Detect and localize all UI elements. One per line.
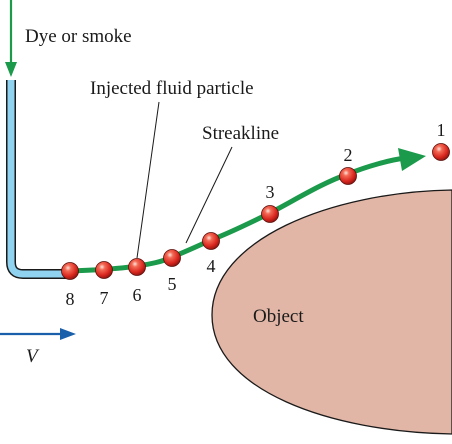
velocity-label: V: [26, 346, 40, 367]
particle-label-4: 4: [207, 256, 216, 276]
particle-1: [432, 143, 450, 161]
dye-label: Dye or smoke: [25, 26, 132, 47]
streakline-arrow-head: [398, 148, 426, 171]
particle-label-2: 2: [344, 145, 353, 165]
streakline-leader: [185, 146, 233, 244]
streakline-label: Streakline: [202, 123, 279, 144]
dye-tube-fill: [7, 80, 70, 278]
injected-particle-leader: [136, 101, 160, 259]
particle-5: [163, 249, 181, 267]
particle-7: [95, 261, 113, 279]
dye-tube: [6, 80, 70, 279]
particle-label-7: 7: [100, 288, 109, 308]
dye-arrow-head: [5, 62, 17, 77]
particle-label-1: 1: [437, 120, 446, 140]
object-shape: [211, 189, 452, 435]
particle-4: [202, 232, 220, 250]
particle-8: [61, 262, 79, 280]
particle-2: [339, 167, 357, 185]
particle-3: [261, 205, 279, 223]
particle-6: [128, 258, 146, 276]
particle-label-8: 8: [66, 289, 75, 309]
velocity-arrow-head: [60, 328, 76, 340]
particle-label-6: 6: [133, 285, 142, 305]
particle-label-3: 3: [266, 182, 275, 202]
object-label: Object: [253, 306, 304, 327]
injected-particle-label: Injected fluid particle: [90, 78, 254, 99]
particle-label-5: 5: [168, 274, 177, 294]
